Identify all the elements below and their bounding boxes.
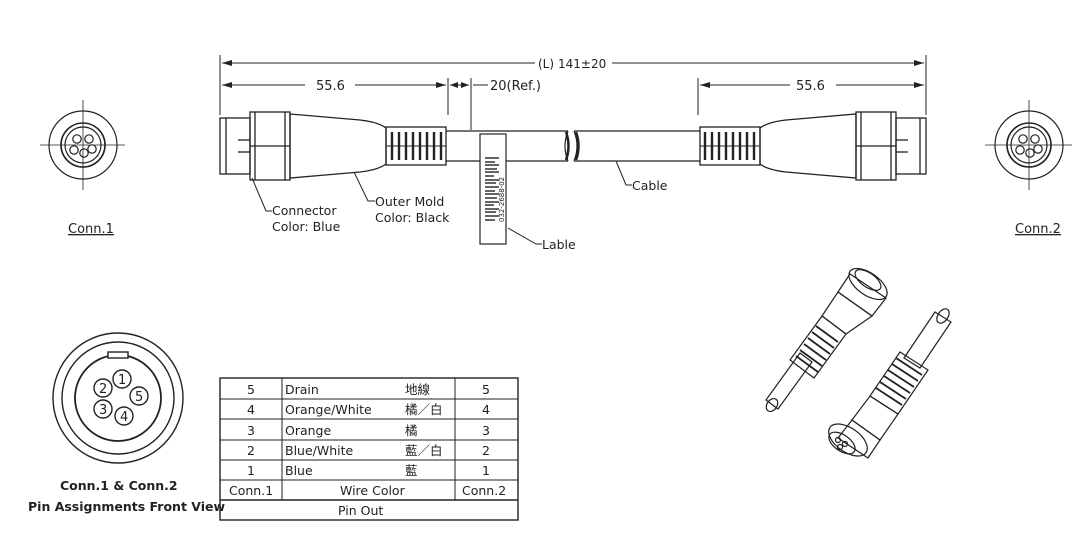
- left-connector-dimension: 55.6: [222, 78, 449, 115]
- pin-caption-1: Conn.1 & Conn.2: [60, 478, 178, 493]
- pin-2: 2: [99, 382, 107, 397]
- overall-prefix: (L): [538, 57, 554, 71]
- pin-5: 5: [135, 390, 143, 405]
- row1-conn2: 1: [482, 463, 490, 478]
- mold-label-1: Outer Mold: [375, 194, 444, 209]
- left-length: 55.6: [316, 79, 345, 94]
- right-length: 55.6: [796, 79, 825, 94]
- table-row: 3 Orange 橘 3: [247, 423, 490, 438]
- header-conn1: Conn.1: [229, 483, 273, 498]
- conn2-title: Conn.2: [1015, 222, 1061, 237]
- row2-conn2: 2: [482, 443, 490, 458]
- row2-conn1: 2: [247, 443, 255, 458]
- conn2-end-view: [985, 100, 1072, 190]
- row1-conn1: 1: [247, 463, 255, 478]
- connector-label-2: Color: Blue: [272, 219, 341, 234]
- conn1-end-view: [40, 100, 125, 190]
- table-row: 4 Orange/White 橘／白 4: [247, 402, 490, 417]
- row4-cn: 橘／白: [405, 402, 443, 417]
- lable-label: Lable: [542, 237, 576, 252]
- cable-left: [446, 130, 700, 162]
- row2-wire: Blue/White: [285, 443, 354, 458]
- isometric-cable-upper: [765, 267, 888, 413]
- pinout-table: [219, 377, 519, 521]
- overall-length: 141±20: [558, 57, 606, 71]
- header-wire: Wire Color: [340, 483, 406, 498]
- row4-conn1: 4: [247, 402, 255, 417]
- ref-dimension: 20(Ref.): [450, 78, 541, 130]
- row4-conn2: 4: [482, 402, 490, 417]
- overall-dimension: (L) 141±20: [219, 55, 927, 115]
- mold-label-2: Color: Black: [375, 210, 450, 225]
- row3-conn2: 3: [482, 423, 490, 438]
- pin-3: 3: [99, 403, 107, 418]
- callout-connector: Connector Color: Blue: [251, 177, 341, 234]
- row3-conn1: 3: [247, 423, 255, 438]
- table-row: 1 Blue 藍 1: [247, 463, 490, 478]
- connector-label-1: Connector: [272, 203, 337, 218]
- callout-label: Lable: [507, 227, 576, 252]
- pin-1: 1: [118, 373, 126, 388]
- barcode-text: 032-2688-02: [498, 177, 506, 222]
- right-connector-dimension: 55.6: [697, 78, 924, 115]
- header-conn2: Conn.2: [462, 483, 506, 498]
- row1-wire: Blue: [285, 463, 313, 478]
- callout-cable: Cable: [615, 160, 668, 193]
- row4-wire: Orange/White: [285, 402, 372, 417]
- right-connector-side: [699, 111, 927, 181]
- pin-caption-2: Pin Assignments Front View: [28, 499, 225, 514]
- table-row: 5 Drain 地線 5: [247, 382, 490, 397]
- row3-cn: 橘: [405, 423, 418, 438]
- pin-front-view: [52, 332, 184, 464]
- cable-label: Cable: [632, 178, 668, 193]
- conn1-title: Conn.1: [68, 222, 114, 237]
- row3-wire: Orange: [285, 423, 331, 438]
- row1-cn: 藍: [405, 463, 418, 478]
- isometric-cable-lower: [828, 308, 952, 459]
- barcode-label: 032-2688-02: [479, 133, 507, 245]
- ref-length: 20(Ref.): [490, 79, 541, 94]
- table-footer: Pin Out: [338, 503, 383, 518]
- table-header: Conn.1 Wire Color Conn.2: [229, 483, 506, 498]
- row5-wire: Drain: [285, 382, 319, 397]
- table-row: 2 Blue/White 藍／白 2: [247, 443, 490, 458]
- pin-4: 4: [120, 410, 128, 425]
- row2-cn: 藍／白: [405, 443, 443, 458]
- row5-conn1: 5: [247, 382, 255, 397]
- left-connector-side: [219, 111, 447, 181]
- row5-conn2: 5: [482, 382, 490, 397]
- row5-cn: 地線: [405, 382, 431, 397]
- callout-mold: Outer Mold Color: Black: [353, 171, 450, 225]
